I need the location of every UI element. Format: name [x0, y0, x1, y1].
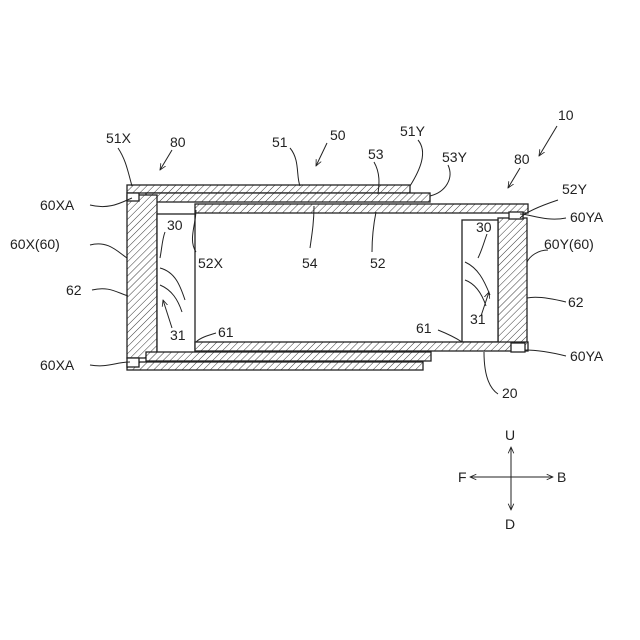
left-wall-60x	[127, 195, 157, 358]
label-60x: 60X(60)	[10, 236, 60, 252]
label-60ya-top: 60YA	[570, 209, 604, 225]
leader-62-left	[92, 289, 128, 296]
leader-61-right	[438, 330, 462, 342]
leader-51x	[118, 148, 132, 186]
label-20: 20	[502, 385, 518, 401]
label-52x: 52X	[198, 255, 224, 271]
label-60xa-bottom: 60XA	[40, 357, 75, 373]
label-80-right: 80	[514, 151, 530, 167]
label-51: 51	[272, 134, 288, 150]
leader-53y	[430, 165, 450, 196]
label-50: 50	[330, 127, 346, 143]
direction-indicator: U D F B	[458, 427, 566, 532]
arrow-80-left	[160, 150, 172, 170]
leader-62-right	[527, 297, 566, 302]
label-52: 52	[370, 255, 386, 271]
label-down: D	[505, 516, 515, 532]
label-up: U	[505, 427, 515, 443]
label-31-left: 31	[170, 327, 186, 343]
label-30-left: 30	[167, 217, 183, 233]
label-60xa-top: 60XA	[40, 197, 75, 213]
leader-60x	[90, 244, 127, 258]
right-wall-60y	[498, 218, 527, 343]
cap-60ya-top	[509, 212, 523, 219]
cap-60ya-bottom	[511, 343, 525, 352]
arrow-50	[316, 143, 327, 166]
leader-60xa-top	[90, 198, 132, 207]
lower-plate	[146, 352, 431, 361]
arrow-10	[539, 126, 557, 156]
label-52y: 52Y	[562, 181, 588, 197]
label-60ya-bottom: 60YA	[570, 348, 604, 364]
label-front: F	[458, 469, 467, 485]
leader-61-left	[196, 333, 216, 342]
inner-layer-53	[146, 193, 430, 202]
label-51x: 51X	[106, 130, 132, 146]
label-53: 53	[368, 146, 384, 162]
leader-52	[372, 212, 376, 252]
leader-51	[290, 148, 300, 186]
assembly	[127, 185, 528, 370]
label-51y: 51Y	[400, 123, 426, 139]
label-62-right: 62	[568, 294, 584, 310]
label-54: 54	[302, 255, 318, 271]
label-60y: 60Y(60)	[544, 236, 594, 252]
label-62-left: 62	[66, 282, 82, 298]
leader-20	[484, 352, 498, 394]
label-61-left: 61	[218, 324, 234, 340]
cover-plate-51	[127, 185, 410, 193]
inner-plate-52	[195, 204, 528, 213]
leader-51y	[410, 140, 423, 186]
label-53y: 53Y	[442, 149, 468, 165]
label-31-right: 31	[470, 311, 486, 327]
arrow-80-right	[508, 168, 520, 188]
leader-60xa-bottom	[90, 362, 130, 366]
bottom-plate-61	[195, 342, 528, 351]
label-back: B	[557, 469, 566, 485]
bottom-base	[127, 362, 423, 370]
label-10: 10	[558, 107, 574, 123]
label-61-right: 61	[416, 320, 432, 336]
label-80-left: 80	[170, 134, 186, 150]
label-30-right: 30	[476, 219, 492, 235]
leader-60ya-bottom	[525, 350, 566, 356]
